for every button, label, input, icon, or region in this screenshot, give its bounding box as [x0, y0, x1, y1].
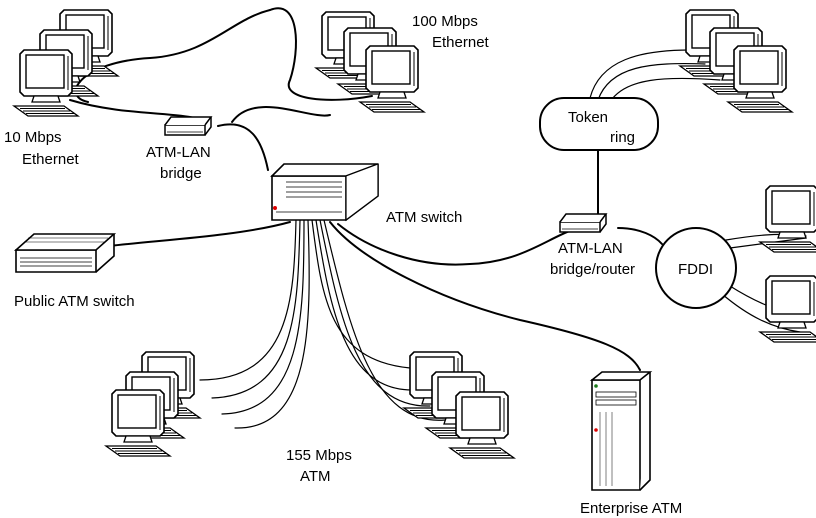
computer-monitor-icon: [759, 275, 816, 343]
computer-monitor-icon: [759, 185, 816, 253]
tower-server-icon: [589, 371, 653, 491]
lan-bridge-icon: [164, 116, 212, 136]
label-100mbps-line1: 100 Mbps: [412, 13, 478, 30]
computer-monitor-icon: [727, 45, 793, 113]
atm-switch-icon: [270, 163, 379, 222]
label-atm-switch: ATM switch: [386, 209, 462, 226]
label-100mbps-line2: Ethernet: [432, 34, 490, 51]
computer-monitor-icon: [359, 45, 425, 113]
public-atm-switch-icon: [13, 233, 117, 273]
workstation-group-fddi: [759, 185, 816, 343]
computer-monitor-icon: [13, 49, 79, 117]
computer-monitor-icon: [105, 389, 171, 457]
token-ring-node: [539, 97, 659, 151]
label-10mbps-line1: 10 Mbps: [4, 129, 62, 146]
fddi-ring-node: [655, 227, 737, 309]
label-bridge-line1: ATM-LAN: [146, 144, 211, 161]
workstation-group-10mbps: [13, 9, 119, 117]
label-token-line1: Token: [568, 109, 608, 126]
label-155mbps-line2: ATM: [300, 468, 331, 485]
computer-monitor-icon: [449, 391, 515, 459]
label-public-atm-switch: Public ATM switch: [14, 293, 135, 310]
lan-bridge-icon: [559, 213, 607, 233]
label-155mbps-line1: 155 Mbps: [286, 447, 352, 464]
workstation-group-atm-right: [403, 351, 515, 459]
label-10mbps-line2: Ethernet: [22, 151, 80, 168]
workstation-group-atm-left: [105, 351, 201, 457]
workstation-group-token-ring: [679, 9, 793, 113]
label-bridge-router-line1: ATM-LAN: [558, 240, 623, 257]
label-fddi: FDDI: [678, 261, 713, 278]
label-token-line2: ring: [610, 129, 635, 146]
label-bridge-router-line2: bridge/router: [550, 261, 635, 278]
label-bridge-line2: bridge: [160, 165, 202, 182]
label-enterprise-atm: Enterprise ATM: [580, 500, 682, 517]
